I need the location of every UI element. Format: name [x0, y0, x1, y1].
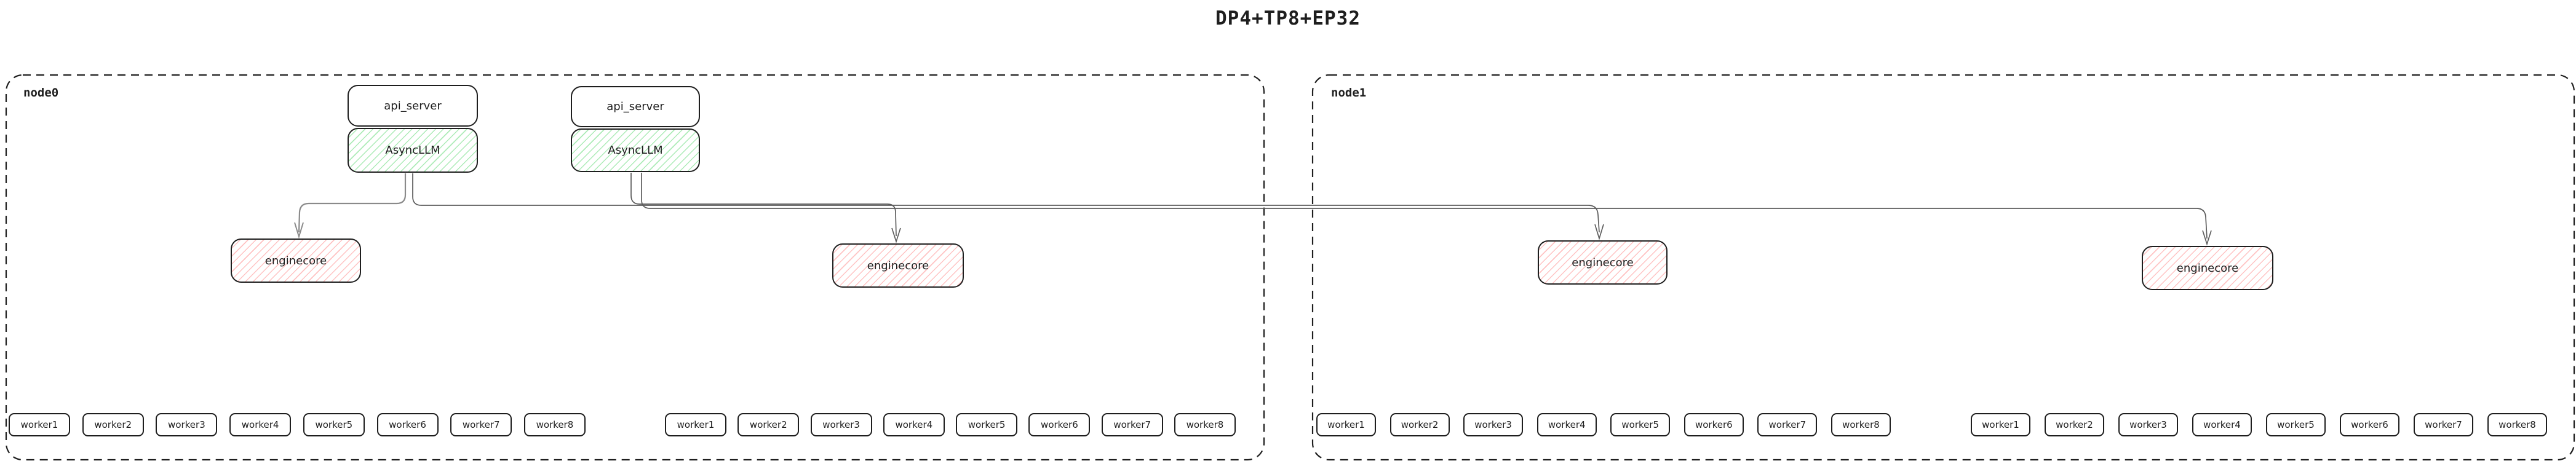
worker-label: worker3 — [2129, 419, 2167, 430]
node1-worker-group-1: worker1 worker2 worker3 worker4 worker5 … — [1316, 413, 1891, 436]
worker-box: worker7 — [2414, 413, 2473, 436]
enginecore-1-box: enginecore — [231, 238, 361, 283]
worker-box: worker7 — [450, 413, 512, 436]
worker-label: worker8 — [1842, 419, 1880, 430]
worker-box: worker2 — [82, 413, 144, 436]
enginecore-4-box: enginecore — [2142, 246, 2273, 290]
arrowhead-enginecore2 — [891, 227, 901, 243]
asyncllm-2-label: AsyncLLM — [608, 144, 663, 157]
worker-label: worker4 — [895, 419, 933, 430]
worker-label: worker6 — [389, 419, 426, 430]
arrowhead-enginecore1 — [294, 222, 304, 239]
node0-worker-group-2: worker1 worker2 worker3 worker4 worker5 … — [665, 413, 1236, 436]
worker-box: worker5 — [303, 413, 365, 436]
connector-asyncllm2-enginecore4 — [641, 173, 2208, 239]
worker-label: worker5 — [1621, 419, 1660, 430]
worker-label: worker7 — [1113, 419, 1151, 430]
worker-box: worker7 — [1101, 413, 1163, 436]
worker-label: worker6 — [2351, 419, 2388, 430]
worker-label: worker2 — [94, 419, 132, 430]
enginecore-4-label: enginecore — [2176, 261, 2239, 275]
worker-label: worker6 — [1695, 419, 1733, 430]
worker-box: worker4 — [2192, 413, 2252, 436]
enginecore-3-label: enginecore — [1572, 256, 1634, 269]
worker-box: worker8 — [1831, 413, 1891, 436]
node0-border — [5, 74, 1265, 461]
worker-label: worker5 — [315, 419, 353, 430]
enginecore-1-label: enginecore — [264, 254, 327, 267]
worker-label: worker1 — [1327, 419, 1365, 430]
worker-label: worker3 — [168, 419, 205, 430]
worker-label: worker7 — [2425, 419, 2462, 430]
worker-box: worker3 — [1463, 413, 1524, 436]
arrowhead-enginecore3 — [1594, 224, 1604, 240]
worker-box: worker3 — [810, 413, 872, 436]
enginecore-3-box: enginecore — [1538, 240, 1668, 285]
worker-label: worker7 — [462, 419, 500, 430]
worker-label: worker6 — [1041, 419, 1078, 430]
worker-box: worker5 — [2266, 413, 2326, 436]
worker-label: worker3 — [822, 419, 860, 430]
worker-box: worker1 — [1316, 413, 1376, 436]
worker-label: worker8 — [2498, 419, 2536, 430]
connector-asyncllm1-enginecore3 — [412, 173, 1600, 233]
worker-box: worker6 — [1028, 413, 1091, 436]
worker-box: worker1 — [665, 413, 726, 436]
worker-box: worker5 — [956, 413, 1018, 436]
worker-box: worker3 — [2118, 413, 2178, 436]
worker-label: worker2 — [2056, 419, 2093, 430]
asyncllm-2-box: AsyncLLM — [571, 128, 700, 172]
asyncllm-1-label: AsyncLLM — [385, 144, 440, 157]
worker-box: worker8 — [523, 413, 586, 436]
worker-label: worker8 — [1186, 419, 1224, 430]
worker-box: worker1 — [1971, 413, 2030, 436]
node0-worker-group-1: worker1 worker2 worker3 worker4 worker5 … — [9, 413, 586, 436]
worker-box: worker8 — [2487, 413, 2547, 436]
worker-box: worker1 — [9, 413, 70, 436]
enginecore-2-box: enginecore — [832, 243, 964, 288]
worker-box: worker2 — [1389, 413, 1450, 436]
node1-border — [1311, 74, 2575, 461]
worker-box: worker2 — [737, 413, 800, 436]
worker-box: worker5 — [1610, 413, 1671, 436]
worker-label: worker1 — [20, 419, 58, 430]
node1-worker-group-2: worker1 worker2 worker3 worker4 worker5 … — [1971, 413, 2547, 436]
worker-label: worker4 — [241, 419, 279, 430]
diagram-title: DP4+TP8+EP32 — [1215, 7, 1361, 30]
api-server-2-box: api_server — [571, 86, 700, 127]
worker-box: worker3 — [156, 413, 218, 436]
worker-box: worker6 — [2340, 413, 2399, 436]
api-server-2-label: api_server — [606, 100, 664, 113]
worker-label: worker5 — [968, 419, 1006, 430]
worker-label: worker1 — [677, 419, 715, 430]
worker-label: worker1 — [1982, 419, 2019, 430]
worker-label: worker4 — [2203, 419, 2241, 430]
connector-asyncllm1-enginecore1 — [298, 173, 407, 233]
worker-label: worker5 — [2277, 419, 2315, 430]
worker-box: worker6 — [1684, 413, 1744, 436]
worker-label: worker2 — [749, 419, 787, 430]
worker-label: worker7 — [1768, 419, 1807, 430]
worker-box: worker7 — [1757, 413, 1818, 436]
arrowhead-enginecore4 — [2202, 230, 2212, 246]
worker-box: worker4 — [883, 413, 945, 436]
api-server-1-box: api_server — [348, 85, 478, 127]
worker-box: worker6 — [376, 413, 439, 436]
connector-asyncllm2-enginecore2 — [630, 173, 897, 237]
enginecore-2-label: enginecore — [867, 259, 929, 272]
worker-label: worker4 — [1548, 419, 1586, 430]
worker-label: worker2 — [1401, 419, 1439, 430]
worker-box: worker4 — [1536, 413, 1597, 436]
asyncllm-1-box: AsyncLLM — [348, 128, 478, 173]
worker-box: worker4 — [229, 413, 292, 436]
worker-box: worker2 — [2045, 413, 2104, 436]
node0-label: node0 — [23, 86, 59, 100]
node1-label: node1 — [1331, 86, 1367, 100]
worker-box: worker8 — [1174, 413, 1236, 436]
worker-label: worker3 — [1474, 419, 1512, 430]
worker-label: worker8 — [536, 419, 574, 430]
api-server-1-label: api_server — [384, 99, 442, 112]
